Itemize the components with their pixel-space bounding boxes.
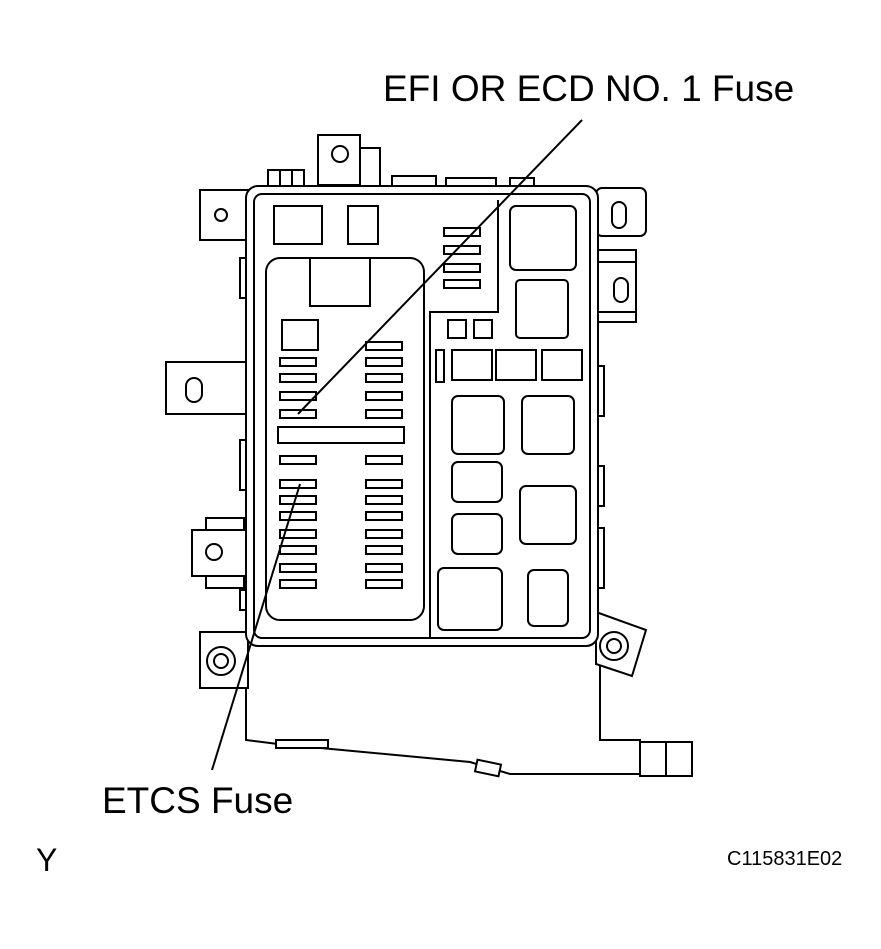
figure-code: C115831E02: [727, 848, 843, 870]
top-tabs: [267, 134, 535, 187]
view-marker: Y: [36, 842, 58, 878]
fuse-box-body: [245, 185, 599, 647]
efi-fuse-label: EFI OR ECD NO. 1 Fuse: [383, 68, 795, 109]
etcs-fuse-label: ETCS Fuse: [102, 780, 294, 821]
top-center-fuses: [443, 227, 481, 289]
etcs-fuse: [279, 479, 317, 489]
lower-housing: [245, 639, 693, 778]
efi-leader-line: [297, 119, 583, 415]
right-brackets: [593, 187, 648, 678]
left-brackets: [165, 189, 251, 689]
fuse-block-left: [277, 341, 405, 589]
etcs-leader-line: [211, 483, 301, 771]
